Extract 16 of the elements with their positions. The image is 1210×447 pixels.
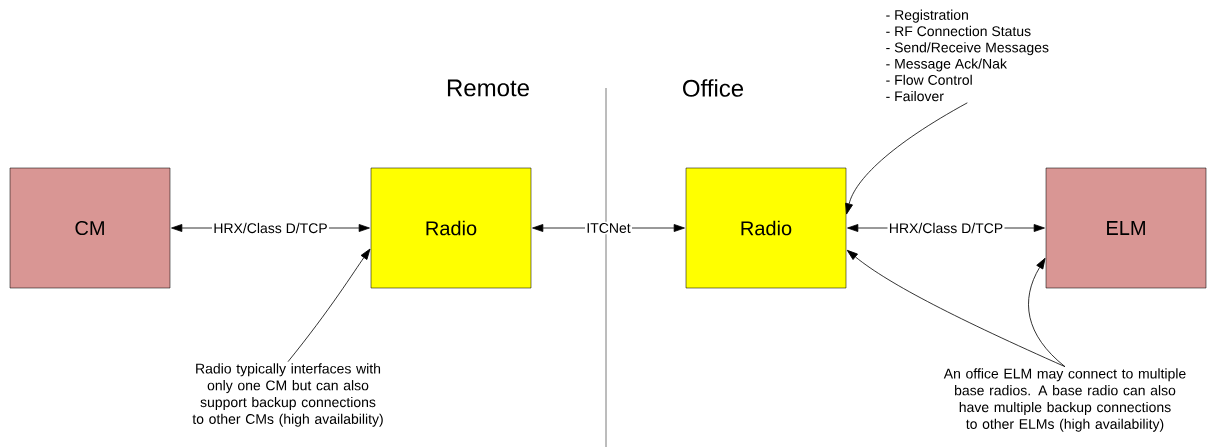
edge-label: ITCNet	[585, 221, 632, 235]
leader-arrow	[1028, 257, 1066, 368]
process-box: CM	[9, 167, 171, 289]
region-heading: Remote	[447, 79, 529, 97]
region-heading: Office	[683, 79, 744, 97]
edge-label: HRX/Class D/TCP	[212, 221, 329, 235]
process-box: Radio	[370, 167, 532, 289]
note-text: An office ELM may connect to multiple base radios. A base radio can also have multiple backup connections to other ELMs (high availability)	[943, 368, 1186, 432]
note-list: - Registration - RF Connection Status - Send/Receive Messages - Message Ack/Nak - Flow Control - Failover	[886, 9, 1049, 102]
note-text: Radio typically interfaces with only one CM but can also support backup connections to other CMs (high availability)	[192, 363, 383, 427]
leader-arrow	[287, 248, 371, 363]
leader-arrow	[845, 102, 968, 215]
process-box: Radio	[685, 167, 847, 289]
edge-label: HRX/Class D/TCP	[887, 221, 1005, 235]
process-box: ELM	[1045, 167, 1207, 289]
leader-arrow	[846, 249, 1066, 368]
